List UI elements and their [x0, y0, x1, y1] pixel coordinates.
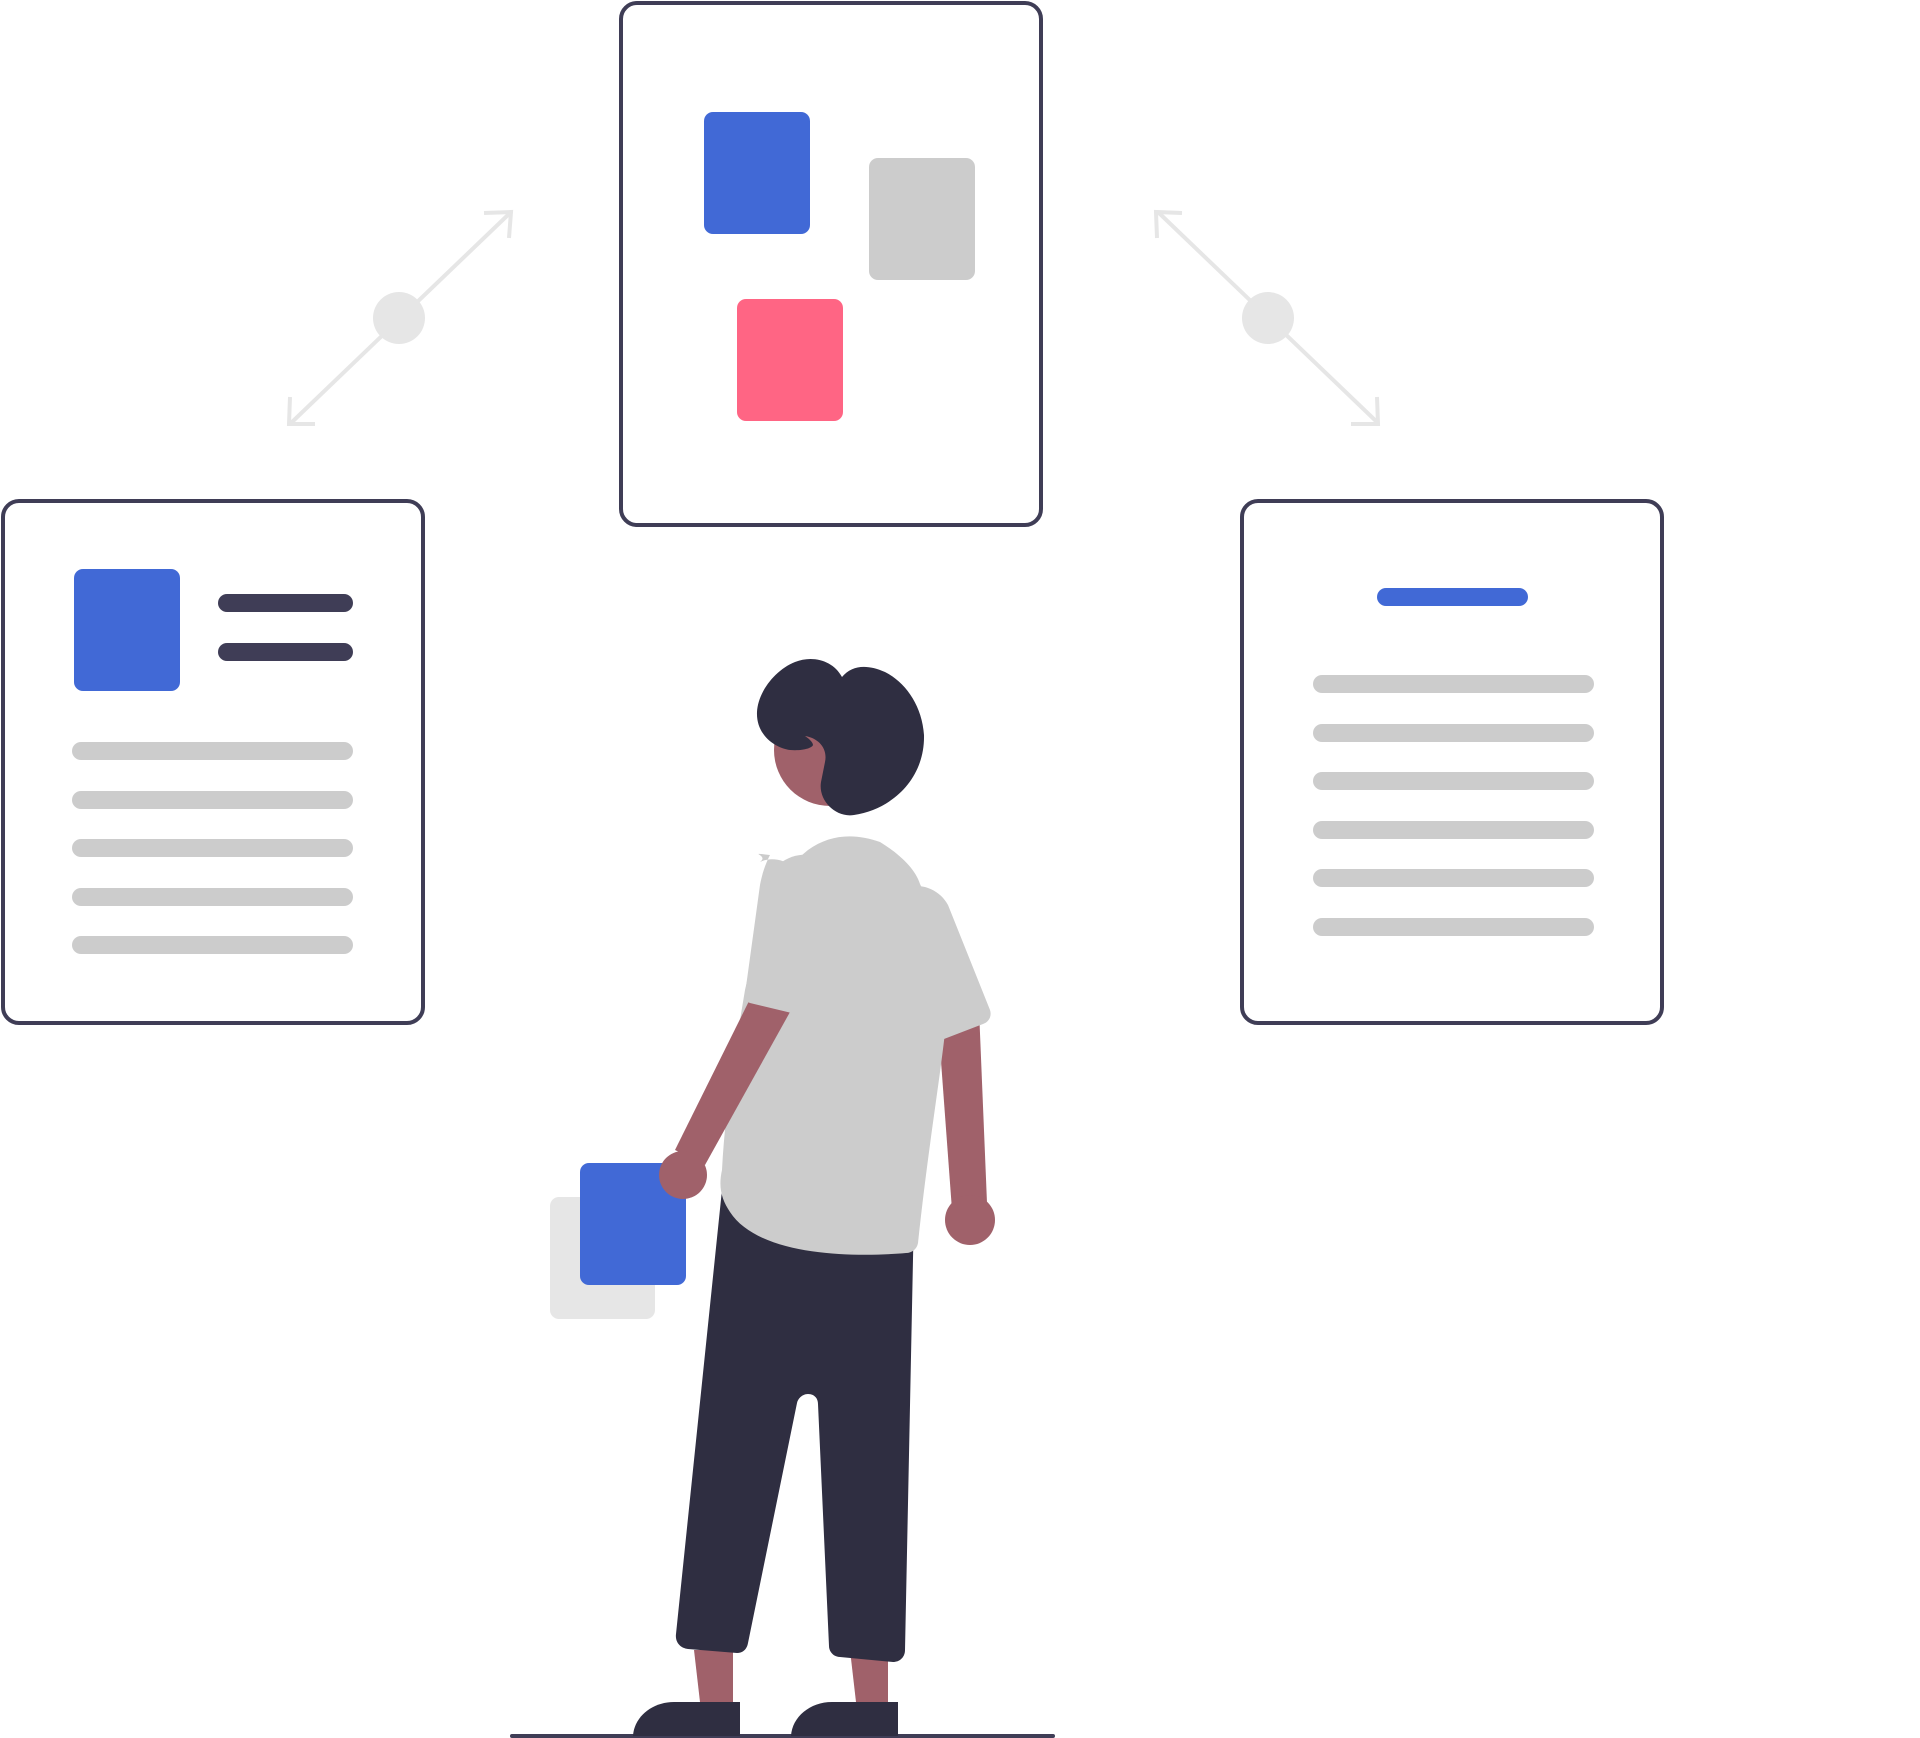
person-arm-left — [675, 995, 790, 1165]
person-lower-leg-right — [850, 1650, 888, 1702]
right-panel-text-line — [1313, 918, 1594, 936]
connector-node-left — [373, 292, 425, 344]
person — [633, 658, 995, 1736]
right-panel-title-bar — [1377, 588, 1528, 606]
left-panel-text-line — [72, 936, 353, 954]
left-panel-text-line — [72, 888, 353, 906]
left-panel-header-bar — [218, 643, 353, 661]
right-panel-text-line — [1313, 821, 1594, 839]
left-panel-image — [74, 569, 180, 691]
person-hair — [756, 658, 925, 816]
right-panel-text-line — [1313, 724, 1594, 742]
center-block-pink — [737, 299, 843, 421]
right-panel — [1240, 499, 1664, 1025]
held-card-front — [580, 1163, 686, 1285]
person-shoe-right — [791, 1702, 898, 1736]
floor-line — [510, 1734, 1055, 1738]
person-shoe-left — [633, 1702, 740, 1736]
center-block-gray — [869, 158, 975, 280]
person-pants — [675, 1180, 914, 1662]
right-panel-text-line — [1313, 675, 1594, 693]
person-sleeve-right — [888, 885, 991, 1040]
left-panel-text-line — [72, 839, 353, 857]
center-panel-frame — [619, 1, 1043, 527]
left-panel — [1, 499, 425, 1025]
connector-node-right — [1242, 292, 1294, 344]
right-panel-frame — [1240, 499, 1664, 1025]
left-panel-header-bar — [218, 594, 353, 612]
left-panel-text-line — [72, 791, 353, 809]
center-block-blue — [704, 112, 810, 234]
person-hand-left — [659, 1151, 707, 1199]
center-panel — [619, 1, 1043, 527]
left-panel-text-line — [72, 742, 353, 760]
person-hand-right — [945, 1195, 995, 1245]
person-lower-leg-left — [694, 1650, 733, 1702]
right-panel-text-line — [1313, 772, 1594, 790]
person-arm-right — [935, 980, 987, 1210]
right-panel-text-line — [1313, 869, 1594, 887]
person-sleeve-left-top — [749, 854, 815, 1010]
